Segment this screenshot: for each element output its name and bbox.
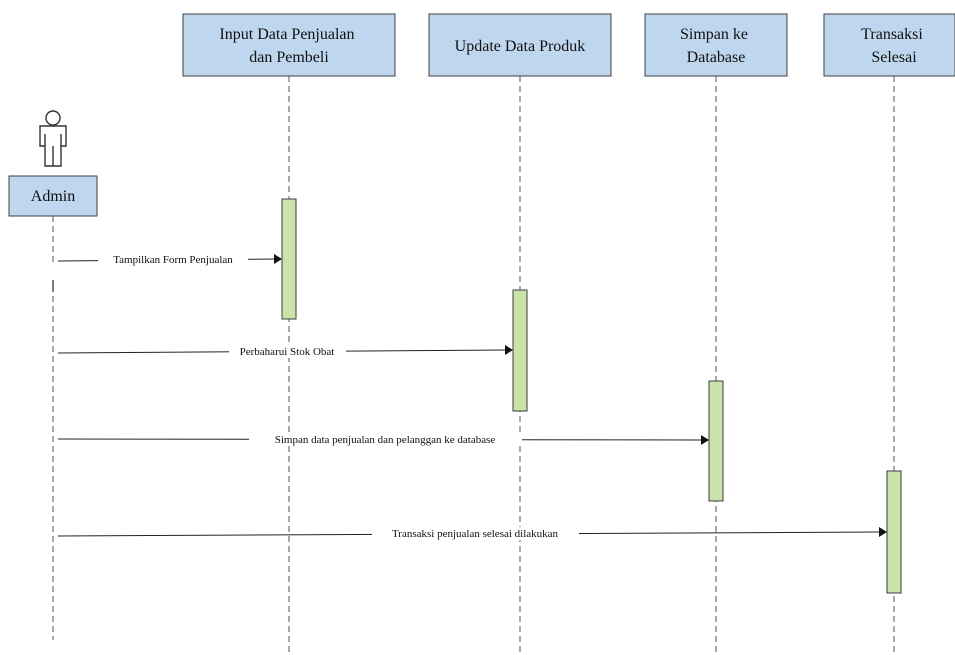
message-2-label: Perbaharui Stok Obat [240, 346, 335, 358]
lifeline-input-data-title: Input Data Penjualan dan Pembeli [219, 26, 358, 66]
message-4-label: Transaksi penjualan selesai dilakukan [392, 528, 559, 540]
actor-admin-box: Admin [8, 175, 98, 217]
message-perbaharui-stok: Perbaharui Stok Obat [57, 345, 513, 358]
activation-input-data [281, 198, 297, 320]
message-tampilkan-form: Tampilkan Form Penjualan [57, 253, 282, 266]
activation-simpan-db [708, 380, 724, 502]
actor-icon [39, 110, 67, 167]
message-4-arrow-icon [879, 527, 887, 537]
lifeline-update-produk-title: Update Data Produk [455, 38, 586, 55]
lifeline-transaksi-selesai-box: Transaksi Selesai [823, 13, 955, 77]
lifeline-transaksi-selesai-title-line1: Transaksi [861, 26, 923, 43]
message-3-arrow-icon [701, 435, 709, 445]
activation-transaksi-selesai [886, 470, 902, 594]
activation-update-produk [512, 289, 528, 412]
lifeline-input-data-title-line1: Input Data Penjualan [219, 26, 354, 43]
lifeline-input-data-box: Input Data Penjualan dan Pembeli [182, 13, 396, 77]
message-transaksi-selesai: Transaksi penjualan selesai dilakukan [57, 527, 887, 540]
message-1-arrow-icon [274, 254, 282, 264]
lifeline-update-produk-box: Update Data Produk [428, 13, 612, 77]
lifeline-simpan-db-box: Simpan ke Database [644, 13, 788, 77]
message-3-label: Simpan data penjualan dan pelanggan ke d… [275, 434, 496, 446]
lifeline-simpan-db-title: Simpan ke Database [680, 26, 752, 66]
actor-admin-label: Admin [31, 188, 75, 205]
lifeline-transaksi-selesai-title: Transaksi Selesai [861, 26, 927, 66]
message-1-label: Tampilkan Form Penjualan [113, 254, 233, 266]
lifeline-transaksi-selesai-title-line2: Selesai [871, 49, 917, 66]
lifeline-input-data-title-line2: dan Pembeli [249, 49, 329, 66]
lifeline-simpan-db-title-line1: Simpan ke [680, 26, 748, 43]
message-2-arrow-icon [505, 345, 513, 355]
message-simpan-data: Simpan data penjualan dan pelanggan ke d… [57, 433, 709, 446]
lifeline-simpan-db-title-line2: Database [687, 49, 746, 66]
